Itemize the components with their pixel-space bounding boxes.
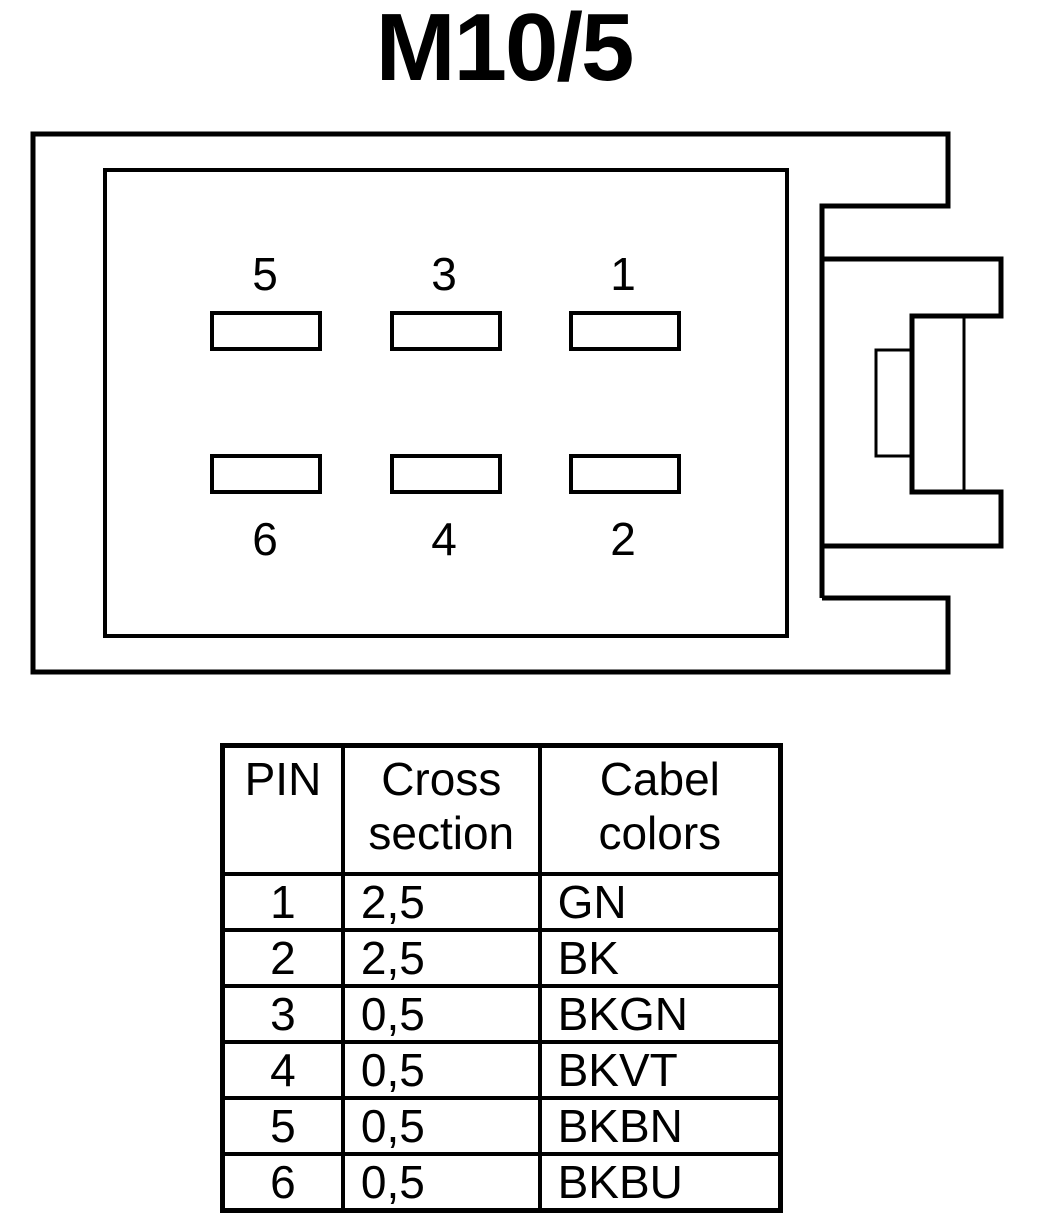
cell-cable-color: BKVT (537, 1040, 783, 1100)
header-color-line2: colors (598, 807, 722, 859)
diagram-title: M10/5 (375, 0, 635, 101)
connector-face (103, 168, 789, 638)
cell-cross-section: 0,5 (340, 1096, 542, 1156)
cell-cable-color: BKBU (537, 1152, 783, 1213)
pin-label-3: 3 (431, 248, 457, 300)
table-row: 2 2,5 BK (220, 928, 783, 988)
cell-cross-section: 2,5 (340, 872, 542, 932)
pin-assignment-table: PIN Cross section Cabel colors 1 2,5 GN … (220, 743, 783, 1213)
cell-cable-color: BKBN (537, 1096, 783, 1156)
connector-housing-outline (30, 131, 951, 675)
cell-cross-section: 0,5 (340, 1152, 542, 1213)
pin-slot-6 (210, 454, 322, 494)
header-cross-section: Cross section (340, 743, 542, 876)
header-cable-colors: Cabel colors (537, 743, 783, 876)
pin-slot-1 (569, 311, 681, 351)
table-header-row: PIN Cross section Cabel colors (220, 743, 783, 876)
cell-pin: 2 (220, 928, 345, 988)
pin-slot-4 (390, 454, 502, 494)
table-row: 1 2,5 GN (220, 872, 783, 932)
cell-pin: 4 (220, 1040, 345, 1100)
table-row: 4 0,5 BKVT (220, 1040, 783, 1100)
pin-slot-2 (569, 454, 681, 494)
cell-cable-color: BKGN (537, 984, 783, 1044)
pin-slot-5 (210, 311, 322, 351)
pin-label-4: 4 (431, 513, 457, 565)
header-pin: PIN (220, 743, 345, 876)
cell-pin: 3 (220, 984, 345, 1044)
table-row: 3 0,5 BKGN (220, 984, 783, 1044)
header-cross-line2: section (368, 807, 515, 859)
cell-cable-color: GN (537, 872, 783, 932)
pin-label-6: 6 (252, 513, 278, 565)
cell-cross-section: 0,5 (340, 1040, 542, 1100)
header-pin-label: PIN (244, 753, 322, 805)
cell-pin: 1 (220, 872, 345, 932)
cell-cable-color: BK (537, 928, 783, 988)
pin-label-5: 5 (252, 248, 278, 300)
cell-pin: 5 (220, 1096, 345, 1156)
cell-pin: 6 (220, 1152, 345, 1213)
header-color-line1: Cabel (599, 753, 720, 805)
cell-cross-section: 0,5 (340, 984, 542, 1044)
table-row: 6 0,5 BKBU (220, 1152, 783, 1213)
pin-label-2: 2 (610, 513, 636, 565)
cell-cross-section: 2,5 (340, 928, 542, 988)
pin-slot-3 (390, 311, 502, 351)
header-cross-line1: Cross (381, 753, 502, 805)
pin-label-1: 1 (610, 248, 636, 300)
latch-tab (874, 348, 914, 458)
connector-diagram: 5 3 1 6 4 2 (30, 131, 1004, 675)
table-row: 5 0,5 BKBN (220, 1096, 783, 1156)
